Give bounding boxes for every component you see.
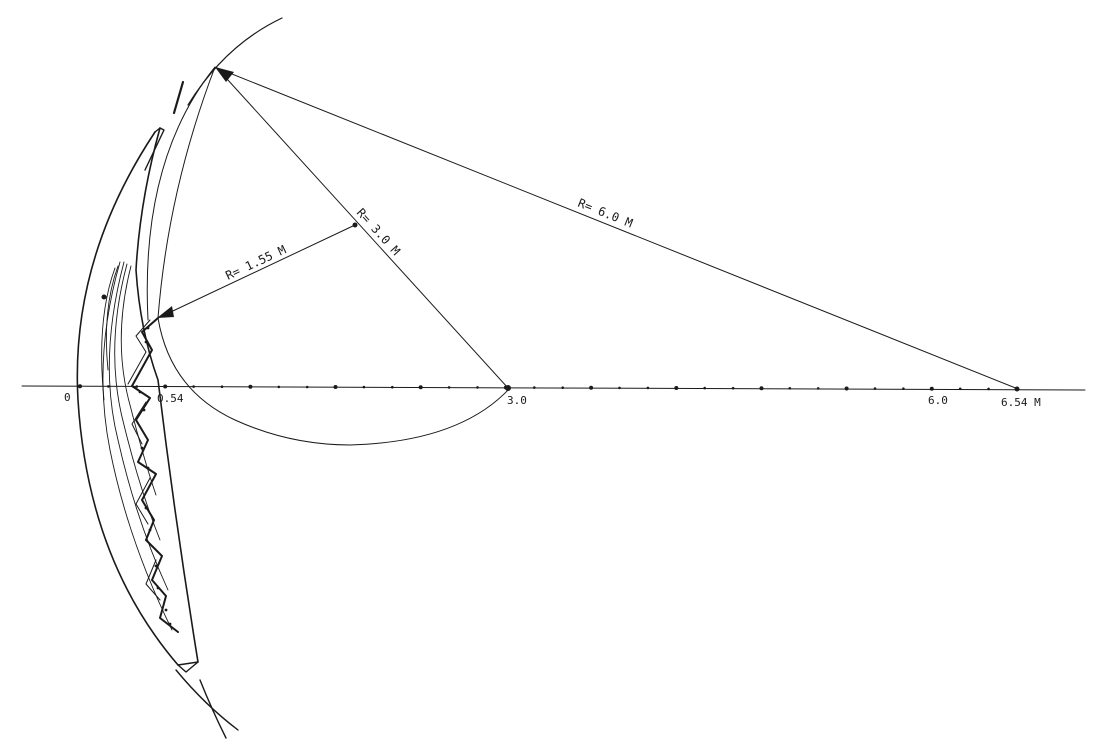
axis-label-6-0: 6.0 (928, 394, 948, 407)
outer-arc-r6 (187, 17, 283, 106)
axis-scale-dot (362, 385, 366, 389)
rib-marker (101, 294, 107, 300)
zigzag-structure (131, 317, 179, 633)
axis-scale-dot (107, 385, 110, 388)
axis-scale-dot (391, 385, 394, 389)
radius-line-r6 (216, 67, 1019, 390)
axis-scale-dot (476, 386, 479, 389)
shell-bottom-cap (177, 661, 199, 673)
axis-scale-dot (78, 384, 82, 389)
axis-scale-dot (929, 386, 934, 391)
label-r3: R= 3.0 M (354, 206, 403, 258)
axis-scale-dot (618, 386, 621, 390)
axis-label-0: 0 (64, 391, 71, 404)
axis-label-3-0: 3.0 (507, 394, 527, 407)
radius-line-r1-55 (157, 224, 356, 319)
axis-scale-dot (220, 385, 224, 389)
shell-top-cap (144, 127, 165, 171)
stipple-dot (168, 622, 172, 626)
axis-scale-dot (788, 387, 792, 390)
axis-scale-dot (987, 387, 990, 391)
axis-scale-dot (731, 386, 735, 390)
label-r1-55: R= 1.55 M (223, 243, 288, 283)
stipple-dot (138, 390, 142, 394)
stipple-dot (146, 326, 150, 330)
stipple-dot (154, 564, 158, 568)
axis-scale-dot (163, 384, 168, 389)
arrowhead-left (157, 306, 174, 318)
horizontal-axis (21, 385, 1086, 391)
axis-scale-dot (958, 387, 962, 391)
stipple-dot (140, 446, 144, 450)
zigzag-stipple (138, 326, 172, 626)
axis-scale-dot (816, 387, 820, 390)
center-point-6-54 (1014, 386, 1020, 392)
stipple-dot (146, 466, 150, 470)
arc-r3 (157, 66, 216, 319)
stipple-dot (142, 408, 146, 412)
axis-scale-dot (333, 385, 338, 389)
stipple-dot (156, 586, 160, 590)
axis-scale-dot (533, 386, 536, 389)
shell-inner-edge (135, 127, 199, 663)
lower-cross-line-b (199, 679, 227, 739)
axis-scale-dot (561, 386, 564, 390)
arc-r1-55 (157, 317, 511, 446)
axis-scale-dot (277, 385, 281, 389)
axis-scale-dot (447, 386, 451, 389)
center-point-3-0 (505, 385, 511, 391)
axis-scale-dot (844, 386, 849, 391)
axis-scale-dots (78, 384, 1019, 391)
lower-cross-line-a (175, 669, 239, 731)
axis-scale-dot (873, 387, 877, 390)
stipple-dot (144, 340, 148, 344)
axis-scale-dot (674, 386, 679, 390)
label-r6: R= 6.0 M (576, 196, 635, 231)
axis-label-0-54: 0.54 (157, 392, 184, 405)
axis-scale-dot (703, 386, 706, 390)
axis-scale-dot (305, 385, 309, 389)
outer-arc-dash-upper (172, 80, 185, 115)
stipple-dot (164, 608, 168, 612)
axis-scale-dot (589, 385, 594, 390)
axis-scale-dot (902, 387, 905, 391)
stipple-dot (144, 506, 148, 510)
radius-line-r3 (216, 67, 509, 389)
intersection-point (352, 222, 358, 228)
axis-scale-dot (248, 384, 253, 389)
axis-scale-dot (759, 386, 764, 391)
arc-r3-inner (146, 66, 216, 321)
shell-outer-edge (76, 131, 179, 666)
axis-scale-dot (192, 385, 195, 388)
axis-label-6-54: 6.54 M (1001, 396, 1041, 409)
zigzag-structure-inner (127, 319, 161, 601)
axis-scale-dot (135, 385, 139, 388)
arrowhead-upper (215, 67, 234, 82)
axis-scale-dot (418, 385, 423, 390)
stipple-dot (148, 528, 152, 532)
axis-scale-dot (646, 386, 650, 390)
